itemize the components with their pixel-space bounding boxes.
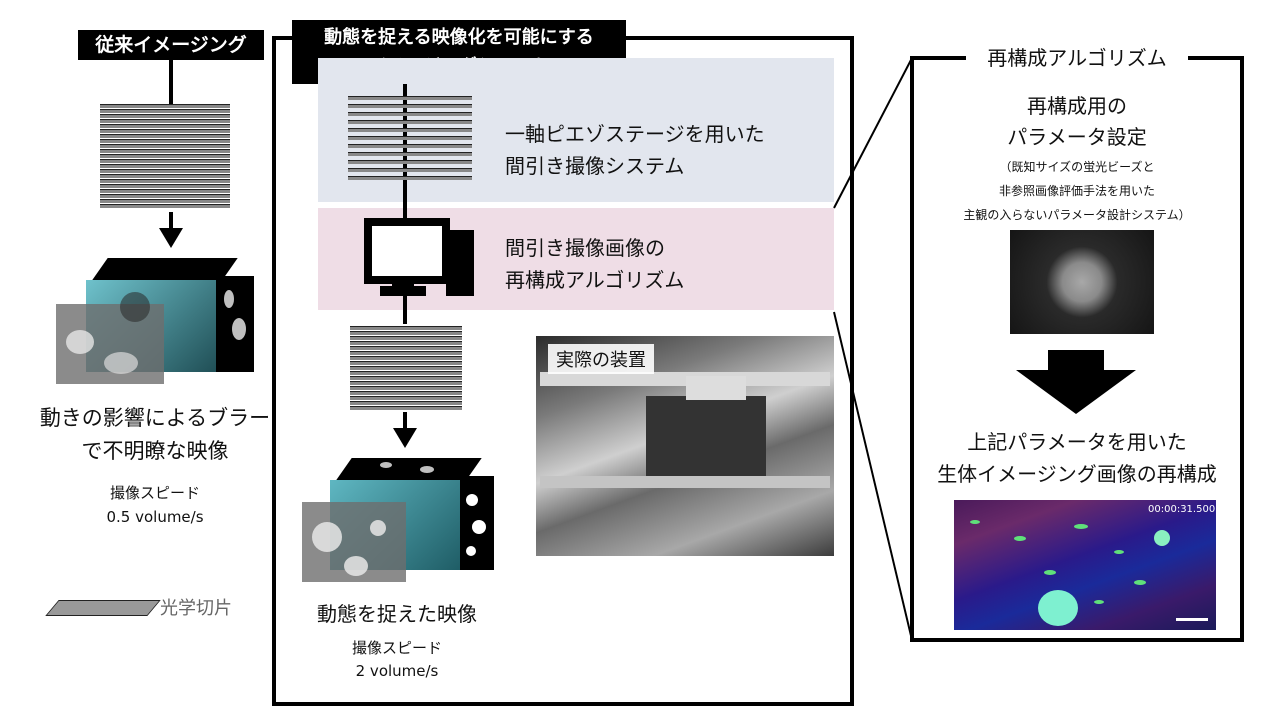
note-line3: 主観の入らないパラメータ設計システム） (963, 208, 1191, 222)
center-header-line1: 動態を捉える映像化を可能にする (324, 27, 594, 48)
right-arrow-head (1016, 370, 1136, 414)
step2-line1: 間引き撮像画像の (505, 236, 665, 260)
right-arrow-shaft (1048, 350, 1104, 372)
recon-line2: 生体イメージング画像の再構成 (937, 462, 1217, 486)
step1-line1: 一軸ピエゾステージを用いた (505, 122, 765, 146)
left-arrow-shaft (169, 212, 173, 232)
left-result-line1: 動きの影響によるブラー (39, 406, 271, 430)
apparatus-photo-label: 実際の装置 (548, 344, 654, 374)
left-result-line2: で不明瞭な映像 (81, 439, 229, 463)
param-line1: 再構成用の (1027, 94, 1127, 118)
optical-section-legend-icon (45, 600, 161, 616)
note-line2: 非参照画像評価手法を用いた (998, 184, 1155, 198)
center-speed-label: 撮像スピード (351, 639, 442, 657)
video-timestamp: 00:00:31.500 (1148, 504, 1216, 515)
center-connector (403, 84, 407, 324)
param-line2: パラメータ設定 (1007, 125, 1147, 149)
note-line1: （既知サイズの蛍光ビーズと (999, 160, 1155, 174)
step2-line2: 再構成アルゴリズム (505, 268, 685, 292)
left-connector-top (169, 60, 173, 106)
algorithm-header: 再構成アルゴリズム (966, 42, 1188, 71)
center-reconstructed-stack (350, 326, 462, 412)
center-arrow-head (393, 428, 417, 448)
center-sparse-slice-stack (348, 96, 472, 184)
zoom-connector-lines (833, 57, 913, 641)
center-result-label: 動態を捉えた映像 (317, 602, 477, 626)
recon-line1: 上記パラメータを用いた (967, 430, 1187, 454)
center-speed-value: 2 volume/s (355, 662, 439, 680)
left-arrow-head (159, 228, 183, 248)
conventional-imaging-header: 従来イメージング (78, 30, 264, 60)
optical-section-legend-label: 光学切片 (160, 598, 232, 619)
left-slice-stack (100, 104, 230, 212)
fluorescent-bead-image (1010, 230, 1154, 334)
step1-line2: 間引き撮像システム (505, 154, 685, 178)
in-vivo-reconstruction-image (954, 500, 1216, 630)
left-speed-label: 撮像スピード (109, 484, 200, 502)
left-speed-value: 0.5 volume/s (106, 508, 204, 526)
center-arrow-shaft (403, 412, 407, 430)
